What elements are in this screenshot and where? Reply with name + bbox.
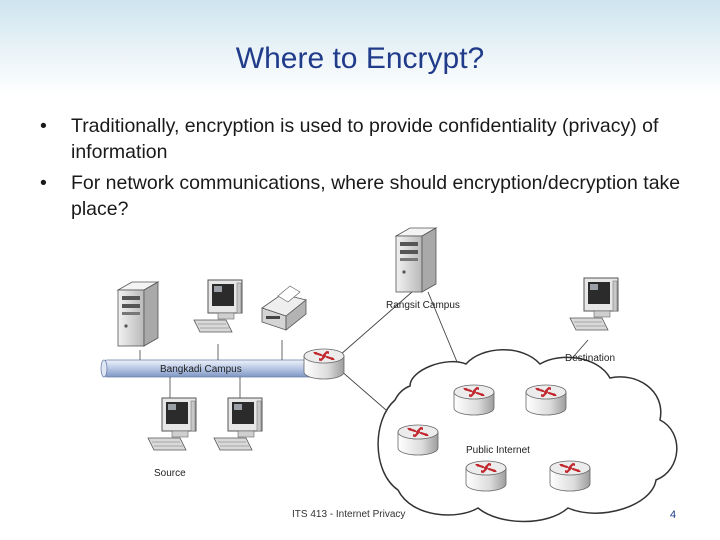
public-internet-label: Public Internet [466, 445, 530, 456]
source-workstation-icon [213, 397, 263, 451]
internet-router-icon [396, 423, 440, 457]
rangsit-campus-label: Rangsit Campus [386, 300, 460, 311]
bullet-text: For network communications, where should… [71, 172, 681, 220]
footer-text: ITS 413 - Internet Privacy [292, 509, 406, 520]
slide-title: Where to Encrypt? [235, 42, 485, 75]
bangkadi-campus-label: Bangkadi Campus [160, 364, 242, 375]
bangkadi-workstation-icon [193, 279, 243, 333]
internet-router-icon [452, 383, 496, 417]
internet-router-icon [464, 459, 508, 493]
bangkadi-server-icon [117, 281, 159, 347]
bullet-glyph: • [40, 172, 47, 194]
page-number: 4 [670, 509, 677, 521]
rangsit-server-icon [395, 227, 437, 293]
destination-label: Destination [565, 353, 615, 364]
bullet-text: Traditionally, encryption is used to pro… [71, 115, 659, 163]
bullet-glyph: • [40, 115, 47, 137]
bullet-item: • For network communications, where shou… [40, 170, 690, 222]
destination-workstation-icon [569, 277, 619, 331]
source-label: Source [154, 468, 186, 479]
campus-router-icon [302, 347, 346, 381]
bullet-item: • Traditionally, encryption is used to p… [40, 113, 690, 165]
bullet-list: • Traditionally, encryption is used to p… [40, 113, 690, 227]
printer-icon [261, 285, 307, 331]
title-band [0, 0, 720, 96]
source-workstation-icon [147, 397, 197, 451]
internet-router-icon [524, 383, 568, 417]
bangkadi-lan-bar [100, 359, 317, 378]
internet-router-icon [548, 459, 592, 493]
lan-drops [139, 340, 283, 398]
internet-cloud [377, 349, 678, 523]
